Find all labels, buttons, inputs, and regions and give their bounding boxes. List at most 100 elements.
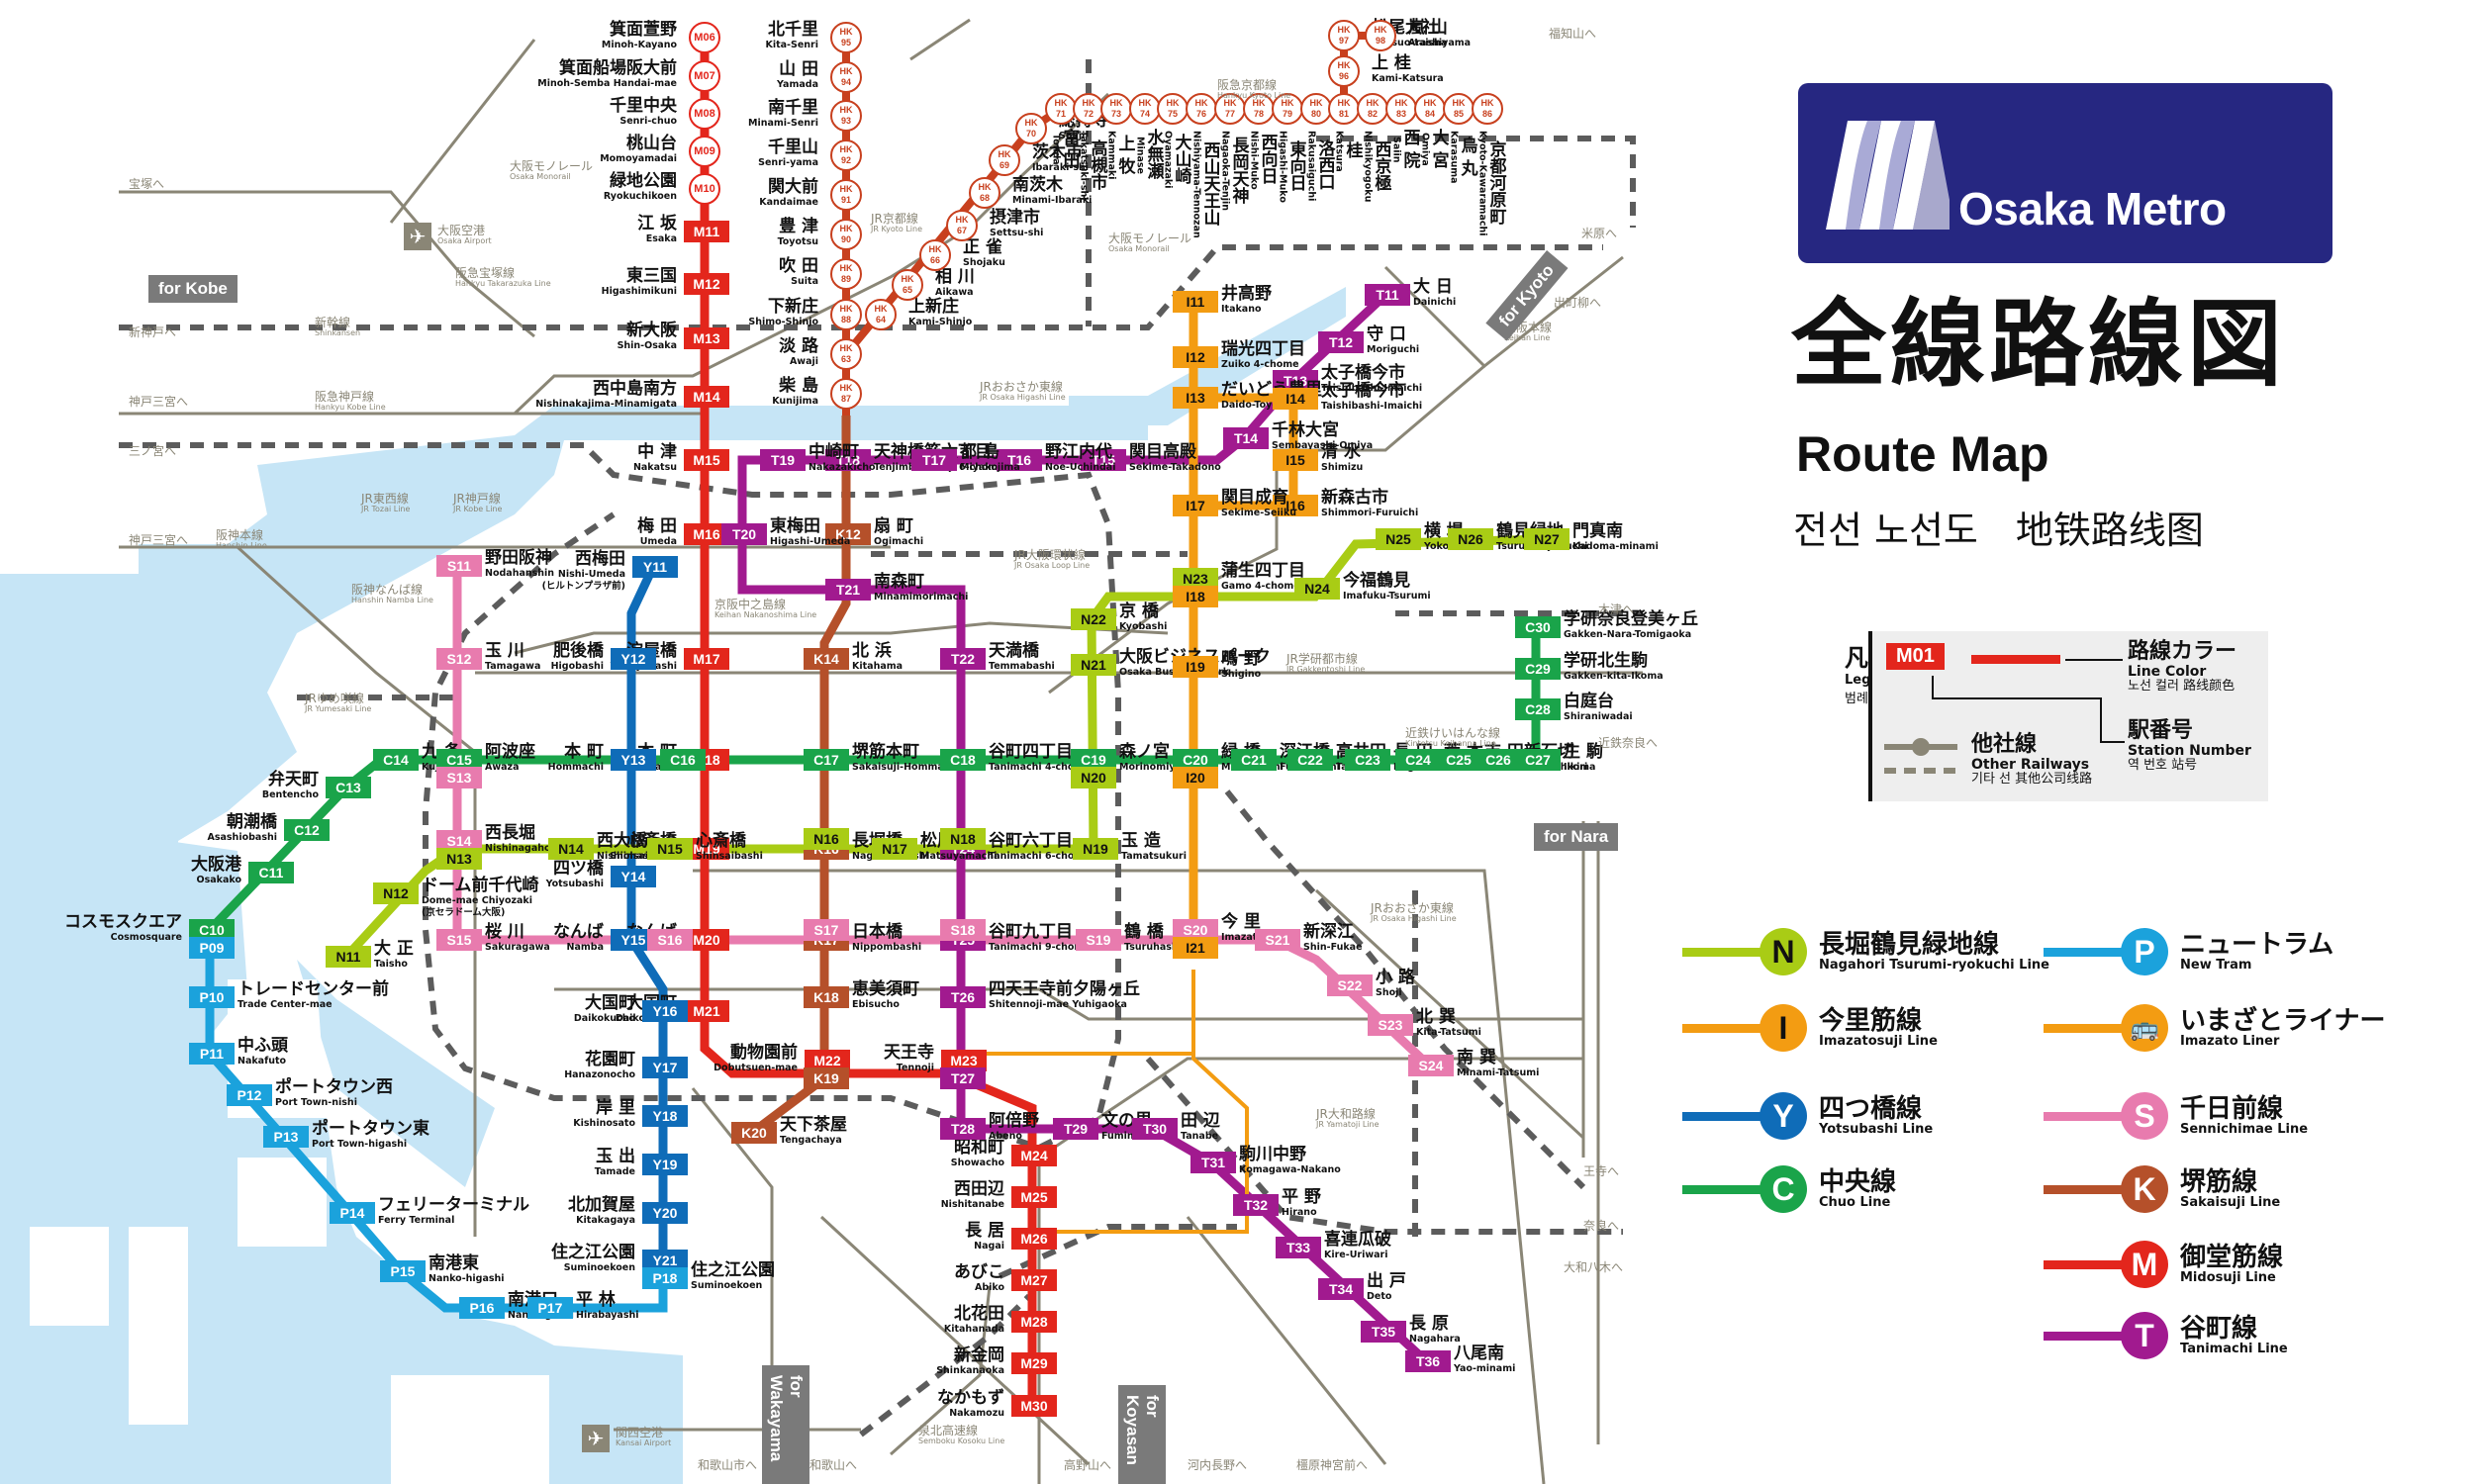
- station-number-badge[interactable]: N21: [1069, 652, 1118, 678]
- station-number-badge[interactable]: T21: [823, 577, 873, 603]
- station-number-badge[interactable]: N14: [546, 836, 596, 862]
- station-number-badge[interactable]: P10: [187, 984, 237, 1010]
- station-number-badge[interactable]: N11: [324, 944, 373, 970]
- station-number-badge[interactable]: N23: [1171, 566, 1220, 592]
- station-number-badge[interactable]: C23: [1343, 747, 1392, 773]
- station-number-badge[interactable]: P16: [457, 1295, 507, 1321]
- station-number-badge[interactable]: T31: [1189, 1150, 1238, 1175]
- station-number-badge[interactable]: N16: [802, 826, 851, 852]
- station-number-badge[interactable]: C29: [1513, 656, 1563, 682]
- station-number-badge[interactable]: I21: [1171, 935, 1220, 961]
- station-number-badge[interactable]: P18: [640, 1265, 690, 1291]
- station-number-badge[interactable]: C26: [1474, 747, 1523, 773]
- station-number-badge[interactable]: T36: [1403, 1348, 1453, 1374]
- station-number-badge[interactable]: T22: [938, 646, 988, 672]
- station-number-badge[interactable]: M14: [682, 384, 731, 410]
- station-number-badge[interactable]: T32: [1231, 1192, 1281, 1218]
- station-number-badge[interactable]: S23: [1366, 1012, 1415, 1038]
- station-number-badge[interactable]: S12: [434, 646, 484, 672]
- station-number-badge[interactable]: P13: [261, 1124, 311, 1150]
- station-number-badge[interactable]: T33: [1274, 1235, 1323, 1260]
- station-number-badge[interactable]: S21: [1253, 927, 1302, 953]
- station-number-badge[interactable]: Y20: [640, 1200, 690, 1226]
- station-number-badge[interactable]: N25: [1374, 526, 1423, 552]
- station-number-badge[interactable]: C28: [1513, 696, 1563, 722]
- station-number-badge[interactable]: C22: [1285, 747, 1335, 773]
- station-number-badge[interactable]: N18: [938, 826, 988, 852]
- station-number-badge[interactable]: S11: [434, 553, 484, 579]
- station-number-badge[interactable]: Y16: [640, 998, 690, 1024]
- station-number-badge[interactable]: M15: [682, 447, 731, 473]
- station-number-badge[interactable]: N17: [870, 836, 919, 862]
- station-number-badge[interactable]: K20: [729, 1120, 779, 1146]
- station-number-badge[interactable]: Y18: [640, 1103, 690, 1129]
- station-number-badge[interactable]: T18: [823, 447, 873, 473]
- station-number-badge[interactable]: I18: [1171, 584, 1220, 609]
- station-number-badge[interactable]: C18: [938, 747, 988, 773]
- station-number-badge[interactable]: P11: [187, 1041, 237, 1067]
- station-number-badge[interactable]: M11: [682, 219, 731, 244]
- station-number-badge[interactable]: Y21: [640, 1248, 690, 1273]
- station-number-badge[interactable]: C11: [246, 860, 296, 885]
- station-number-badge[interactable]: T30: [1130, 1116, 1180, 1142]
